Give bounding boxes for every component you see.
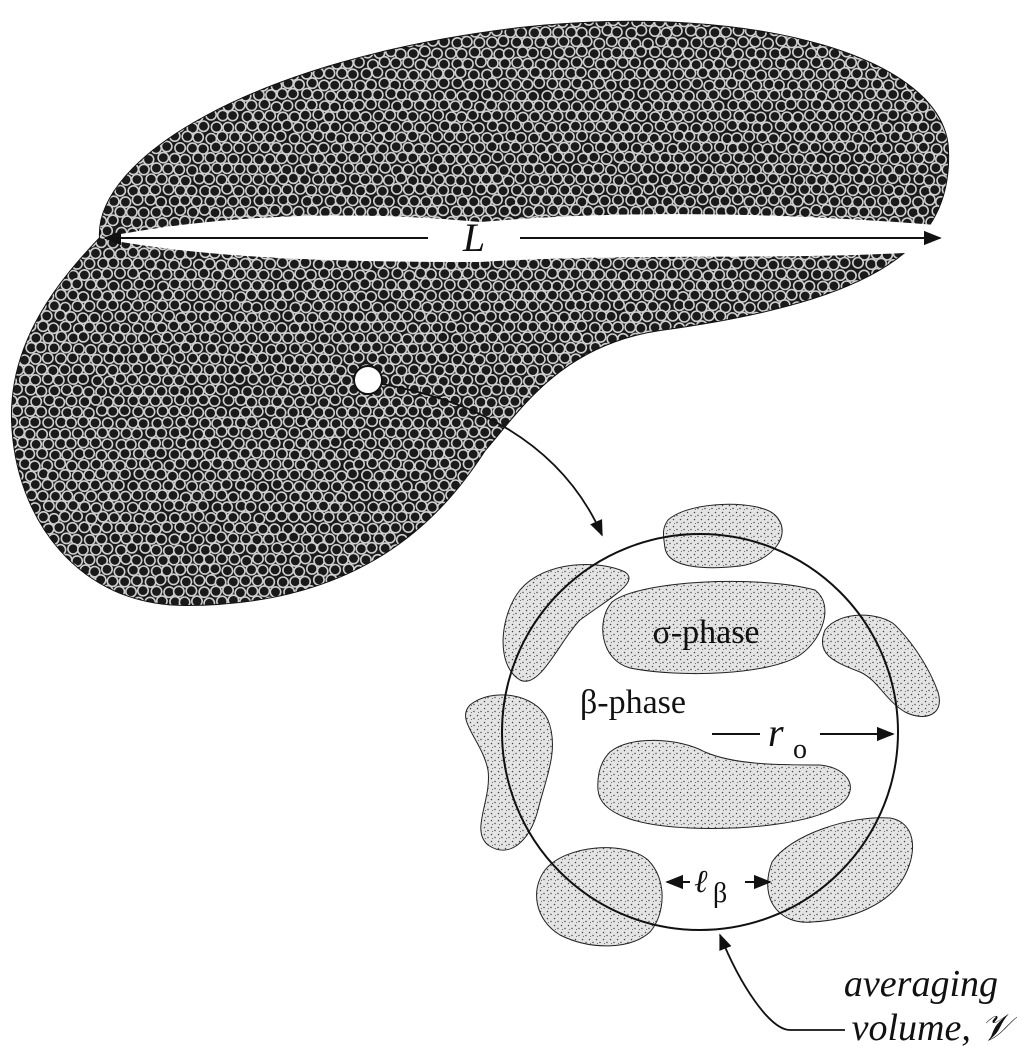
porous-body <box>0 0 961 619</box>
averaging-volume-callout: averaging volume, 𝒱 <box>720 935 1017 1048</box>
length-scale-label: L <box>462 215 485 260</box>
radius-subscript: o <box>793 734 807 765</box>
averaging-location-marker <box>354 366 382 394</box>
sigma-blob-center-lower <box>598 740 851 828</box>
radius-label: r <box>768 710 784 755</box>
sigma-blob-right <box>822 615 939 716</box>
averaging-volume-pointer <box>720 935 845 1030</box>
sigma-blob-left <box>466 695 553 850</box>
radius-dimension: r o <box>712 710 893 765</box>
averaging-label-line2: volume, 𝒱 <box>852 1007 1017 1048</box>
beta-distance-dimension: ℓ β <box>667 863 770 909</box>
averaging-label-line1: averaging <box>844 963 998 1005</box>
distance-label: ℓ <box>694 863 708 899</box>
sigma-blob-lower-right <box>768 818 913 923</box>
sigma-blob-lower-left <box>537 848 663 946</box>
beta-phase-label: β-phase <box>580 684 686 721</box>
sigma-phase-label: σ-phase <box>652 614 759 651</box>
averaging-volume-view: σ-phase β-phase r o ℓ β <box>466 504 940 946</box>
distance-subscript: β <box>713 878 727 909</box>
